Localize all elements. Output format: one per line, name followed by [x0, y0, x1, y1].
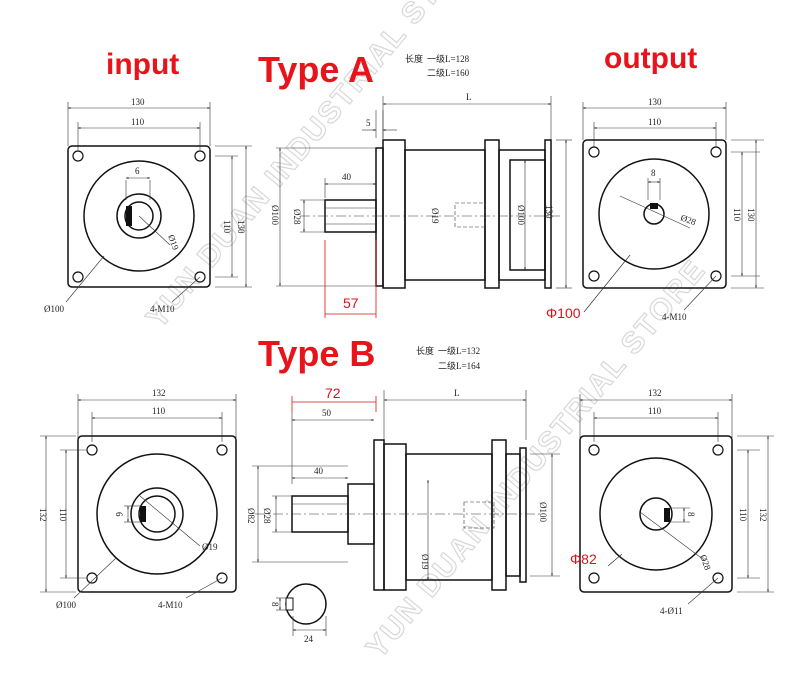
dim-a-side-shaft-len: 40 [342, 172, 352, 182]
dim-a-in-width-outer: 130 [131, 97, 145, 107]
dim-b-in-width-outer: 132 [152, 388, 166, 398]
dim-b-out-width-outer: 132 [648, 388, 662, 398]
dim-b-out-key: 8 [686, 512, 696, 517]
dim-a-in-pilot: Ø100 [44, 304, 64, 314]
dim-a-side-height: 130 [544, 205, 554, 219]
type-a-output-flange-view: 130 110 8 Ø28 110 130 Φ100 4-M10 [546, 97, 764, 322]
dim-b-side-body: Ø100 [538, 502, 548, 522]
dim-b-side-shaft-len: 40 [314, 466, 324, 476]
dim-b-in-bolts: 4-M10 [158, 600, 183, 610]
dim-a-side-shaft: Ø28 [292, 209, 302, 225]
dim-b-in-width-inner: 110 [152, 406, 166, 416]
note-b-stage2: 二级L=164 [438, 360, 481, 371]
input-bore-a [124, 201, 154, 231]
dim-b-side-out-bore: Ø19 [420, 554, 430, 570]
red-dim-a-pilot: Φ100 [546, 305, 581, 321]
red-dim-a-57: 57 [343, 295, 359, 311]
heading-type-a: Type A [258, 49, 374, 90]
type-b-side-view: 72 50 L 40 Ø82 Ø28 Ø19 Ø100 [246, 385, 560, 644]
dim-b-side-shaft: Ø28 [262, 508, 272, 524]
dim-b-in-pilot: Ø100 [56, 600, 76, 610]
dim-b-in-key: 6 [114, 512, 124, 517]
dim-b-in-height-outer: 132 [38, 508, 48, 522]
dim-a-out-bolts: 4-M10 [662, 312, 687, 322]
input-bore-b [138, 495, 176, 533]
type-b-input-flange-view: 132 110 6 Ø19 132 110 Ø100 4-M10 [38, 388, 237, 610]
dim-a-in-bore: Ø19 [166, 233, 181, 251]
dim-a-side-pilot: Ø100 [270, 205, 280, 225]
dim-a-out-height-outer: 130 [746, 208, 756, 222]
type-b-output-flange-view: 132 110 8 Ø28 110 132 Φ82 4-Ø11 [570, 388, 774, 616]
dim-a-side-out-bore: Ø19 [430, 208, 440, 224]
dim-b-out-shaft: Ø28 [698, 553, 713, 571]
output-shaft-b [639, 497, 673, 531]
type-a-side-view: 5 L 40 Ø100 Ø28 Ø19 Ø100 130 [270, 92, 572, 318]
note-a-stage2: 二级L=160 [427, 67, 470, 78]
heading-output: output [604, 42, 697, 75]
dim-b-in-bore: Ø19 [202, 542, 218, 552]
dim-a-in-key: 6 [135, 166, 140, 176]
dim-b-side-pilot: Ø82 [246, 508, 256, 524]
note-b-stage1: 一级L=132 [438, 345, 480, 356]
dim-b-out-width-inner: 110 [648, 406, 662, 416]
keyway-mark-a [126, 206, 132, 226]
dim-b-out-height-outer: 132 [758, 508, 768, 522]
dim-a-side-body: Ø100 [516, 205, 526, 225]
dim-a-in-bolts: 4-M10 [150, 304, 175, 314]
dim-a-in-height-inner: 110 [222, 220, 232, 234]
dim-b-side-length: L [454, 388, 460, 398]
dim-a-out-height-inner: 110 [732, 208, 742, 222]
dim-b-out-height-inner: 110 [738, 508, 748, 522]
dim-b-key-height: 8 [270, 602, 280, 607]
dim-a-in-width-inner: 110 [131, 117, 145, 127]
note-a-stage1: 一级L=128 [427, 53, 470, 64]
dim-a-out-width-inner: 110 [648, 117, 662, 127]
dim-a-out-width-outer: 130 [648, 97, 662, 107]
dim-a-in-height-outer: 130 [236, 220, 246, 234]
heading-type-b: Type B [258, 333, 375, 374]
dim-a-out-key: 8 [651, 168, 656, 178]
dim-b-out-bolts: 4-Ø11 [660, 606, 683, 616]
dim-a-out-shaft: Ø28 [679, 212, 697, 227]
note-b-length: 长度 [416, 345, 434, 356]
dim-b-side-shaft-total: 50 [322, 408, 332, 418]
type-a-input-flange-view: 130 110 6 Ø19 110 130 Ø100 4-M10 [44, 97, 252, 314]
dim-b-key-detail: 24 [304, 634, 314, 644]
dim-a-side-length: L [466, 92, 472, 102]
watermark-lower: YUN DUAN INDUSTRIAL STORE [360, 253, 712, 664]
note-a-length: 长度 [405, 53, 423, 64]
red-dim-b-pilot: Φ82 [570, 551, 597, 567]
heading-input: input [106, 48, 179, 81]
dim-a-side-flange: 5 [366, 118, 371, 128]
dim-b-in-height-inner: 110 [58, 508, 68, 522]
red-dim-b-72: 72 [325, 385, 341, 401]
